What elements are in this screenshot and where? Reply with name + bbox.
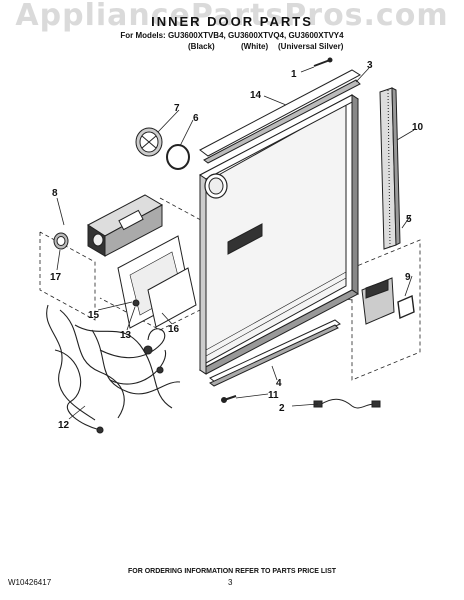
page-title: INNER DOOR PARTS: [151, 14, 313, 29]
callout-labels: 1 2 3 4 5 6 7 8 9 10 11 12 13 14 15 16 1…: [50, 60, 424, 431]
bottom-strip: [209, 319, 341, 387]
callout-10: 10: [412, 122, 424, 133]
callout-17: 17: [50, 272, 62, 283]
callout-9: 9: [405, 272, 411, 283]
dispenser-assembly: [87, 194, 164, 257]
callout-6: 6: [193, 113, 199, 124]
document-code: W10426417: [8, 578, 52, 587]
vent-assembly: [361, 277, 395, 325]
top-trim-strip: [199, 69, 361, 164]
knob-part: [53, 232, 69, 250]
color-label-black: (Black): [188, 42, 215, 51]
callout-15: 15: [88, 310, 100, 321]
color-label-silver: (Universal Silver): [278, 42, 344, 51]
callout-5: 5: [406, 214, 412, 225]
callout-12: 12: [58, 420, 70, 431]
gasket-ring: [166, 144, 190, 170]
inner-door-panel: [199, 94, 359, 375]
side-gasket: [379, 87, 401, 250]
leader-lines: [56, 66, 415, 420]
callout-13: 13: [120, 330, 132, 341]
wire-lead: [313, 398, 381, 409]
callout-14: 14: [250, 90, 262, 101]
bottom-screw: [221, 395, 237, 403]
wire-harness: [46, 304, 181, 434]
ordering-note: FOR ORDERING INFORMATION REFER TO PARTS …: [127, 568, 337, 575]
board-screw: [132, 299, 140, 307]
callout-1: 1: [291, 69, 297, 80]
rinse-aid-cap: [135, 127, 163, 157]
model-list: For Models: GU3600XTVB4, GU3600XTVQ4, GU…: [120, 31, 344, 40]
callout-3: 3: [367, 60, 373, 71]
callout-4: 4: [276, 378, 282, 389]
callout-11: 11: [268, 390, 279, 401]
watermark-text: AppliancePartsPros.com: [15, 0, 449, 33]
color-label-white: (White): [241, 42, 269, 51]
board-shield: [147, 267, 197, 328]
callout-8: 8: [52, 188, 58, 199]
vent-gasket: [397, 294, 415, 320]
callout-7: 7: [174, 103, 180, 114]
callout-2: 2: [279, 403, 285, 414]
screw-part: [313, 57, 333, 67]
page-number: 3: [228, 578, 233, 587]
callout-16: 16: [168, 324, 180, 335]
